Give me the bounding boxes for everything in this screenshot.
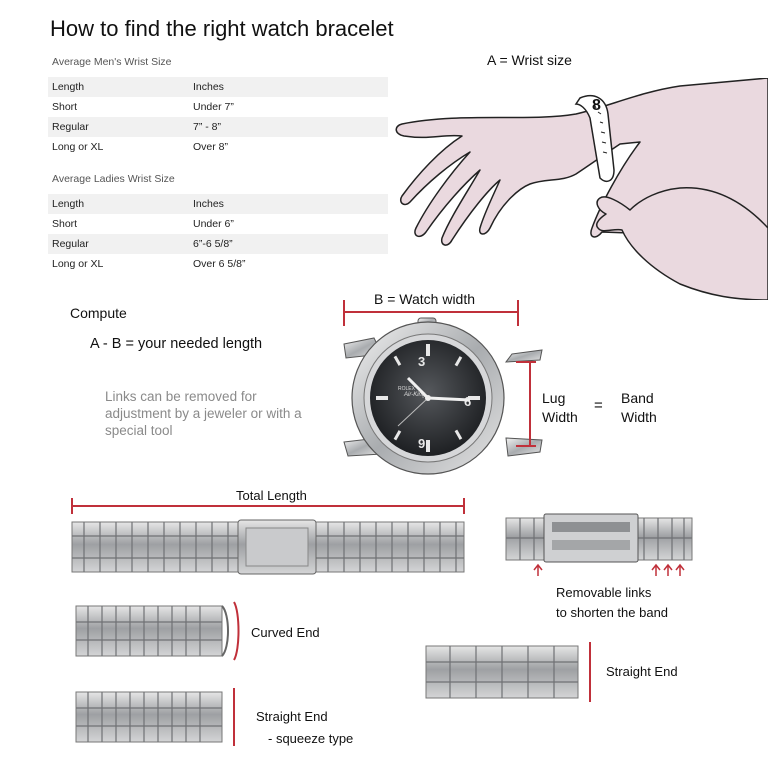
- row-inches: 6”-6 5/8”: [193, 238, 233, 250]
- table-row: Long or XL Over 8”: [48, 137, 388, 157]
- table-row: Long or XL Over 6 5/8”: [48, 254, 388, 274]
- lug-width-indicator: [516, 361, 536, 447]
- watch-brand-text: ROLEX: [398, 386, 416, 392]
- table-row: Short Under 7”: [48, 97, 388, 117]
- watch-illustration: 3 6 9 ROLEX Air-King: [343, 317, 543, 475]
- svg-text:6: 6: [464, 394, 471, 409]
- wrist-size-label: A = Wrist size: [487, 52, 572, 68]
- svg-text:9: 9: [418, 436, 425, 451]
- watch-width-label: B = Watch width: [374, 291, 476, 307]
- full-bracelet-image: [71, 519, 465, 575]
- lug-width-label: Lug Width: [542, 390, 578, 425]
- watch-model-text: Air-King: [403, 392, 426, 398]
- row-inches: 7” - 8”: [193, 121, 222, 133]
- ruler-mark: 8: [592, 97, 601, 114]
- curved-end-bracelet-image: [75, 601, 240, 661]
- measuring-tape: [574, 94, 615, 183]
- straight-end-bracelet-image: [425, 642, 591, 702]
- hand-illustration: [595, 187, 768, 300]
- row-length: Regular: [52, 238, 89, 250]
- equals-sign: =: [594, 397, 603, 414]
- straight-end-squeeze-bracelet-image: [75, 688, 235, 746]
- curved-end-label: Curved End: [251, 625, 320, 640]
- mens-table-heading: Average Men's Wrist Size: [52, 56, 172, 68]
- mens-size-table: Length Inches Short Under 7” Regular 7” …: [48, 77, 388, 157]
- band-width-label: Band Width: [621, 390, 657, 425]
- row-inches: Over 8”: [193, 141, 229, 153]
- ladies-size-table: Length Inches Short Under 6” Regular 6”-…: [48, 194, 388, 274]
- table-header-row: Length Inches: [48, 194, 388, 214]
- column-header-inches: Inches: [193, 81, 224, 93]
- row-length: Short: [52, 218, 78, 230]
- wrist-measure-illustration: 8: [395, 78, 768, 300]
- link-removal-note: Links can be removed for adjustment by a…: [105, 389, 302, 438]
- row-inches: Under 7”: [193, 101, 234, 113]
- svg-text:3: 3: [418, 354, 425, 369]
- compute-label: Compute: [70, 305, 127, 321]
- total-length-label: Total Length: [236, 488, 307, 503]
- watch-width-indicator: [343, 300, 519, 326]
- row-length: Short: [52, 101, 78, 113]
- page-title: How to find the right watch bracelet: [50, 16, 394, 41]
- table-header-row: Length Inches: [48, 77, 388, 97]
- table-row: Regular 6”-6 5/8”: [48, 234, 388, 254]
- total-length-indicator: [71, 498, 465, 514]
- squeeze-type-label: - squeeze type: [268, 731, 354, 746]
- column-header-inches: Inches: [193, 198, 224, 210]
- ladies-table-heading: Average Ladies Wrist Size: [52, 173, 175, 185]
- formula-label: A - B = your needed length: [90, 336, 263, 352]
- row-inches: Under 6”: [193, 218, 234, 230]
- removable-links-label: Removable links to shorten the band: [556, 585, 669, 620]
- row-inches: Over 6 5/8”: [193, 258, 246, 270]
- row-length: Regular: [52, 121, 89, 133]
- straight-end-squeeze-label: Straight End: [256, 709, 328, 724]
- straight-end-label: Straight End: [606, 664, 678, 679]
- table-row: Short Under 6”: [48, 214, 388, 234]
- column-header-length: Length: [52, 81, 85, 93]
- clasp-detail-image: [505, 513, 693, 563]
- row-length: Long or XL: [52, 141, 104, 153]
- table-row: Regular 7” - 8”: [48, 117, 388, 137]
- row-length: Long or XL: [52, 258, 104, 270]
- column-header-length: Length: [52, 198, 85, 210]
- removable-links-arrows: [533, 563, 685, 576]
